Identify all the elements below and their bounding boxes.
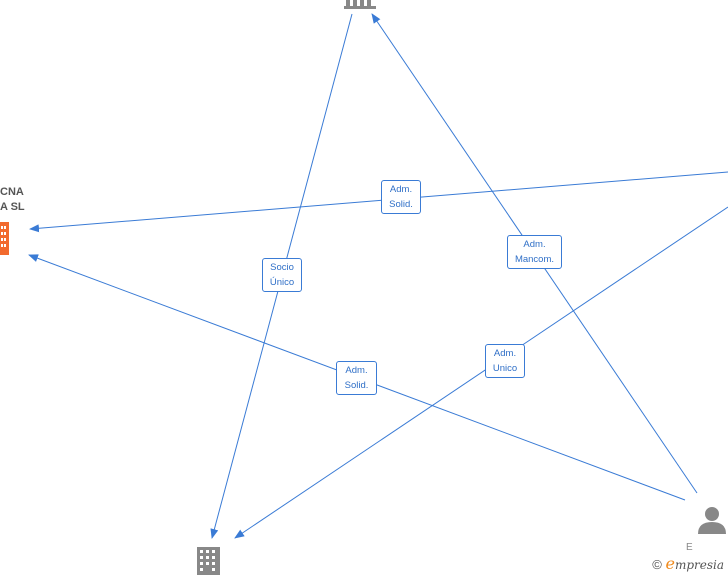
edge-label-line1: Adm. [493, 348, 517, 359]
company-name-line1: CNA [0, 186, 24, 198]
edge-label-line1: Socio [270, 262, 294, 273]
building-icon[interactable] [344, 0, 376, 9]
edge-label-socio-unico[interactable]: Socio Único [262, 258, 302, 292]
edge-label-line1: Adm. [523, 239, 546, 250]
person-name-fragment: E [686, 542, 693, 553]
edge-label-adm-mancom[interactable]: Adm. Mancom. [507, 235, 562, 269]
edge-label-adm-unico[interactable]: Adm. Unico [485, 344, 525, 378]
person-icon[interactable] [698, 507, 726, 534]
brand-e: e [665, 554, 675, 573]
building-icon[interactable] [197, 547, 220, 575]
edge-label-line2: Único [269, 277, 295, 288]
edge-label-line1: Adm. [345, 365, 368, 376]
company-building-icon[interactable] [0, 222, 9, 255]
edge-label-line2: Solid. [389, 199, 413, 210]
edge-label-line2: Solid. [344, 380, 369, 391]
company-name-line2: A SL [0, 201, 25, 213]
edge-adm-solid-top [29, 171, 728, 233]
edge-label-adm-solid-2[interactable]: Adm. Solid. [336, 361, 377, 395]
copyright-symbol: © [652, 557, 662, 572]
edge-label-adm-solid[interactable]: Adm. Solid. [381, 180, 421, 214]
empresia-logo: © empresia [652, 554, 724, 573]
edge-label-line2: Mancom. [514, 254, 555, 265]
edge-label-line2: Unico [492, 363, 518, 374]
brand-name: mpresia [674, 558, 724, 572]
edge-label-line1: Adm. [389, 184, 413, 195]
edge-adm-unico [234, 206, 728, 539]
